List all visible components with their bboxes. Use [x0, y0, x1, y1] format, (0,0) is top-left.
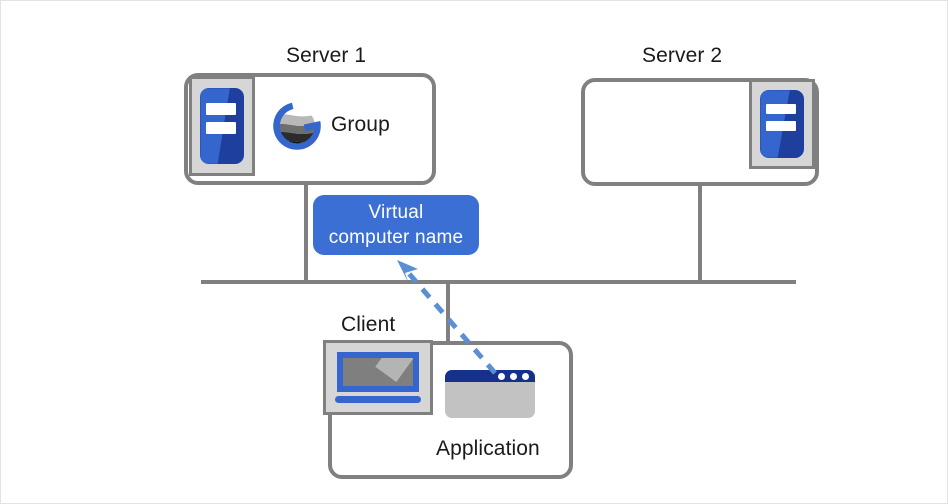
- laptop-icon: [323, 340, 433, 415]
- server-icon: [749, 79, 815, 169]
- group-globe-logo: [268, 97, 326, 155]
- server-icon: [189, 76, 255, 176]
- server2-bus-connector: [698, 186, 702, 282]
- server-chip: [760, 90, 804, 158]
- window-dot-1: [498, 372, 505, 380]
- laptop-screen: [337, 351, 419, 392]
- window-dot-2: [510, 372, 517, 380]
- server2-title: Server 2: [642, 44, 723, 67]
- server-chip-bar-1: [766, 103, 796, 114]
- application-window-titlebar: [445, 370, 535, 383]
- virtual-name-line-1: Virtual: [368, 202, 424, 223]
- group-label: Group: [331, 113, 390, 136]
- server-chip-bar-2: [206, 122, 236, 134]
- network-bus-line: [201, 280, 796, 284]
- server-chip: [200, 88, 244, 164]
- client-bus-connector: [446, 282, 450, 344]
- window-dot-3: [522, 372, 529, 380]
- laptop-base: [335, 396, 421, 404]
- virtual-name-line-2: computer name: [328, 227, 464, 248]
- application-label: Application: [436, 437, 540, 460]
- virtual-computer-name-pill[interactable]: Virtual computer name: [313, 195, 479, 255]
- server1-bus-connector: [304, 184, 308, 282]
- application-window-icon: [445, 370, 535, 418]
- server1-title: Server 1: [286, 44, 367, 67]
- server-chip-bar-1: [206, 103, 236, 115]
- client-title: Client: [341, 313, 396, 336]
- server-chip-bar-2: [766, 120, 796, 131]
